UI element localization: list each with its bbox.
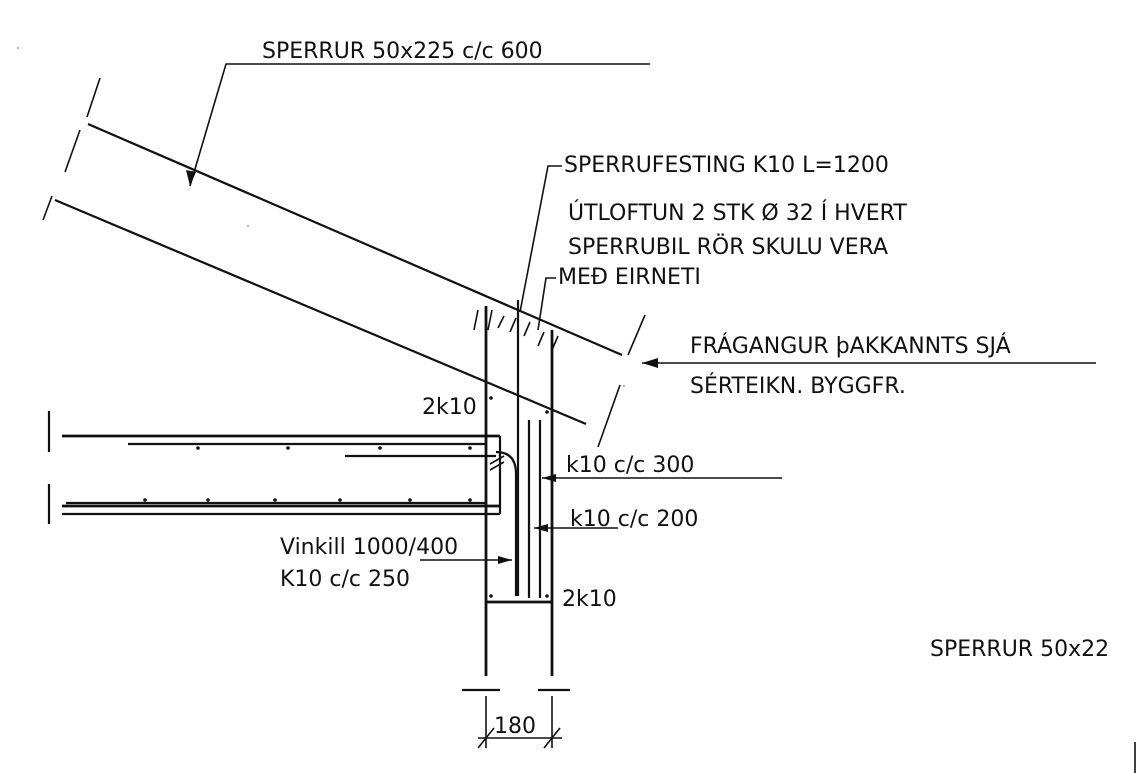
dimension-180: 180 xyxy=(477,696,562,749)
rafters-label: SPERRUR 50x225 c/c 600 xyxy=(262,39,543,64)
stirrup-300-label: k10 c/c 300 xyxy=(566,453,694,478)
rafter-fixing-label: SPERRUFESTING K10 L=1200 xyxy=(564,153,889,178)
rafters-cut-label: SPERRUR 50x22 xyxy=(930,637,1109,662)
ventilation-line-3: MEÐ EIRNETI xyxy=(558,265,701,290)
eaves-note: FRÁGANGUR þAKKANNTS SJÁ SÉRTEIKN. BYGGFR… xyxy=(642,333,1096,399)
rebar-bottom-label: 2k10 xyxy=(562,587,617,612)
eaves-line-1: FRÁGANGUR þAKKANNTS SJÁ xyxy=(690,333,1011,359)
ventilation-line-1: ÚTLOFTUN 2 STK Ø 32 Í HVERT xyxy=(568,200,907,226)
angle-line-1: Vinkill 1000/400 xyxy=(280,535,458,560)
ventilation-note: ÚTLOFTUN 2 STK Ø 32 Í HVERT SPERRUBIL RÖ… xyxy=(537,200,907,331)
leader-angle: Vinkill 1000/400 K10 c/c 250 xyxy=(280,535,512,592)
slab xyxy=(47,411,502,524)
ventilation-line-2: SPERRUBIL RÖR SKULU VERA xyxy=(568,234,888,260)
stirrup-200-label: k10 c/c 200 xyxy=(570,507,698,532)
leader-stirrup-300: k10 c/c 300 xyxy=(542,453,782,482)
leader-rafter-fixing: SPERRUFESTING K10 L=1200 xyxy=(519,153,889,313)
eaves-line-2: SÉRTEIKN. BYGGFR. xyxy=(690,373,906,399)
dimension-label: 180 xyxy=(494,714,536,739)
angle-line-2: K10 c/c 250 xyxy=(280,567,410,592)
leader-stirrup-200: k10 c/c 200 xyxy=(534,507,698,532)
wall xyxy=(462,300,570,692)
stray-mark xyxy=(247,225,249,227)
stray-mark xyxy=(17,47,19,49)
rafter xyxy=(42,77,646,448)
rebar-top-label: 2k10 xyxy=(422,395,477,420)
stray-mark xyxy=(623,385,625,387)
leader-rafters: SPERRUR 50x225 c/c 600 xyxy=(186,39,650,187)
